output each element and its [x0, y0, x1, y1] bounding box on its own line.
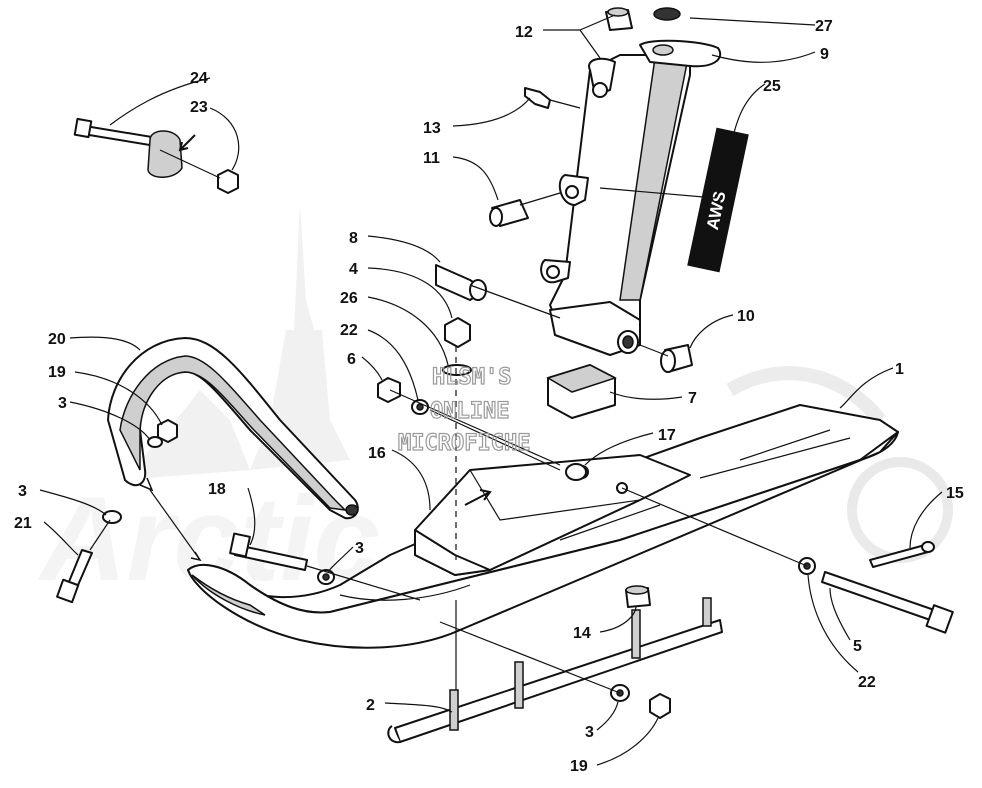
callout-3-left: 3 [18, 483, 27, 500]
ski-saddle [414, 454, 691, 576]
watermark-line3: MICROFICHE [398, 431, 530, 456]
callout-19-bottom: 19 [570, 758, 588, 775]
callout-27: 27 [815, 18, 833, 35]
callout-1: 1 [895, 361, 904, 378]
hardware [56, 7, 954, 719]
callout-3-bottom: 3 [585, 724, 594, 741]
callout-leaders [39, 14, 943, 766]
callout-13: 13 [423, 120, 441, 137]
callout-20: 20 [48, 331, 66, 348]
callout-26: 26 [340, 290, 358, 307]
callout-24: 24 [190, 70, 208, 87]
callout-7: 7 [688, 390, 697, 407]
callout-22-bottom: 22 [858, 674, 876, 691]
callout-22-top: 22 [340, 322, 358, 339]
callout-23: 23 [190, 99, 208, 116]
callout-15: 15 [946, 485, 964, 502]
callout-10: 10 [737, 308, 755, 325]
callout-25: 25 [763, 78, 781, 95]
callout-16: 16 [368, 445, 386, 462]
callout-3-mid: 3 [355, 540, 364, 557]
callout-8: 8 [349, 230, 358, 247]
watermark-line2: ONLINE [430, 399, 509, 424]
wear-bar [387, 597, 723, 744]
callout-14: 14 [573, 625, 591, 642]
watermark-line1: HLSM'S [432, 365, 511, 390]
site-watermark: HLSM'S ONLINE MICROFICHE [397, 364, 531, 456]
callout-5: 5 [853, 638, 862, 655]
callout-3-top: 3 [58, 395, 67, 412]
callout-18: 18 [208, 481, 226, 498]
callout-4: 4 [349, 261, 358, 278]
callout-9: 9 [820, 46, 829, 63]
callout-12: 12 [515, 24, 533, 41]
assembly-lines [89, 99, 808, 694]
spindle [540, 39, 722, 356]
callout-19-top: 19 [48, 364, 66, 381]
callout-2: 2 [366, 697, 375, 714]
aws-decal: AWS [687, 127, 749, 273]
callout-21: 21 [14, 515, 32, 532]
callout-11: 11 [423, 150, 440, 167]
callout-6: 6 [347, 351, 356, 368]
callout-labels: 12 27 9 25 13 11 8 4 26 22 6 10 7 17 1 1… [14, 18, 964, 775]
callout-17: 17 [658, 427, 676, 444]
